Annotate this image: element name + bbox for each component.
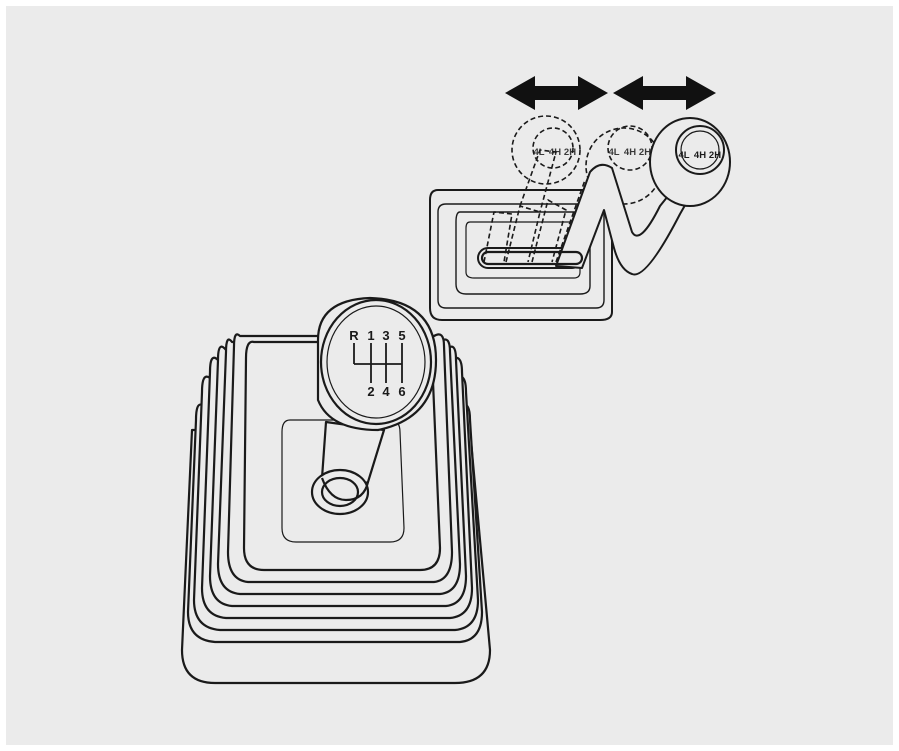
ghost-label-4h-b: 4H bbox=[624, 147, 636, 158]
gear-label-r: R bbox=[349, 328, 359, 343]
gear-label-4: 4 bbox=[382, 384, 390, 399]
ghost-label-4l-b: 4L bbox=[608, 147, 619, 158]
gear-label-3: 3 bbox=[382, 328, 389, 343]
transfer-knob bbox=[650, 118, 730, 206]
gear-label-5: 5 bbox=[398, 328, 405, 343]
gear-label-2: 2 bbox=[367, 384, 374, 399]
ghost-label-4h-a: 4H bbox=[549, 147, 561, 158]
gear-label-1: 1 bbox=[367, 328, 374, 343]
knob-label-4h: 4H bbox=[694, 150, 706, 161]
main-shifter bbox=[182, 298, 490, 683]
knob-label-4l: 4L bbox=[678, 150, 689, 161]
gear-label-6: 6 bbox=[398, 384, 405, 399]
ghost-label-2h-a: 2H bbox=[564, 147, 576, 158]
shift-knob bbox=[318, 298, 436, 430]
ghost-label-4l-a: 4L bbox=[533, 147, 544, 158]
knob-label-2h: 2H bbox=[709, 150, 721, 161]
ghost-label-2h-b: 2H bbox=[639, 147, 651, 158]
